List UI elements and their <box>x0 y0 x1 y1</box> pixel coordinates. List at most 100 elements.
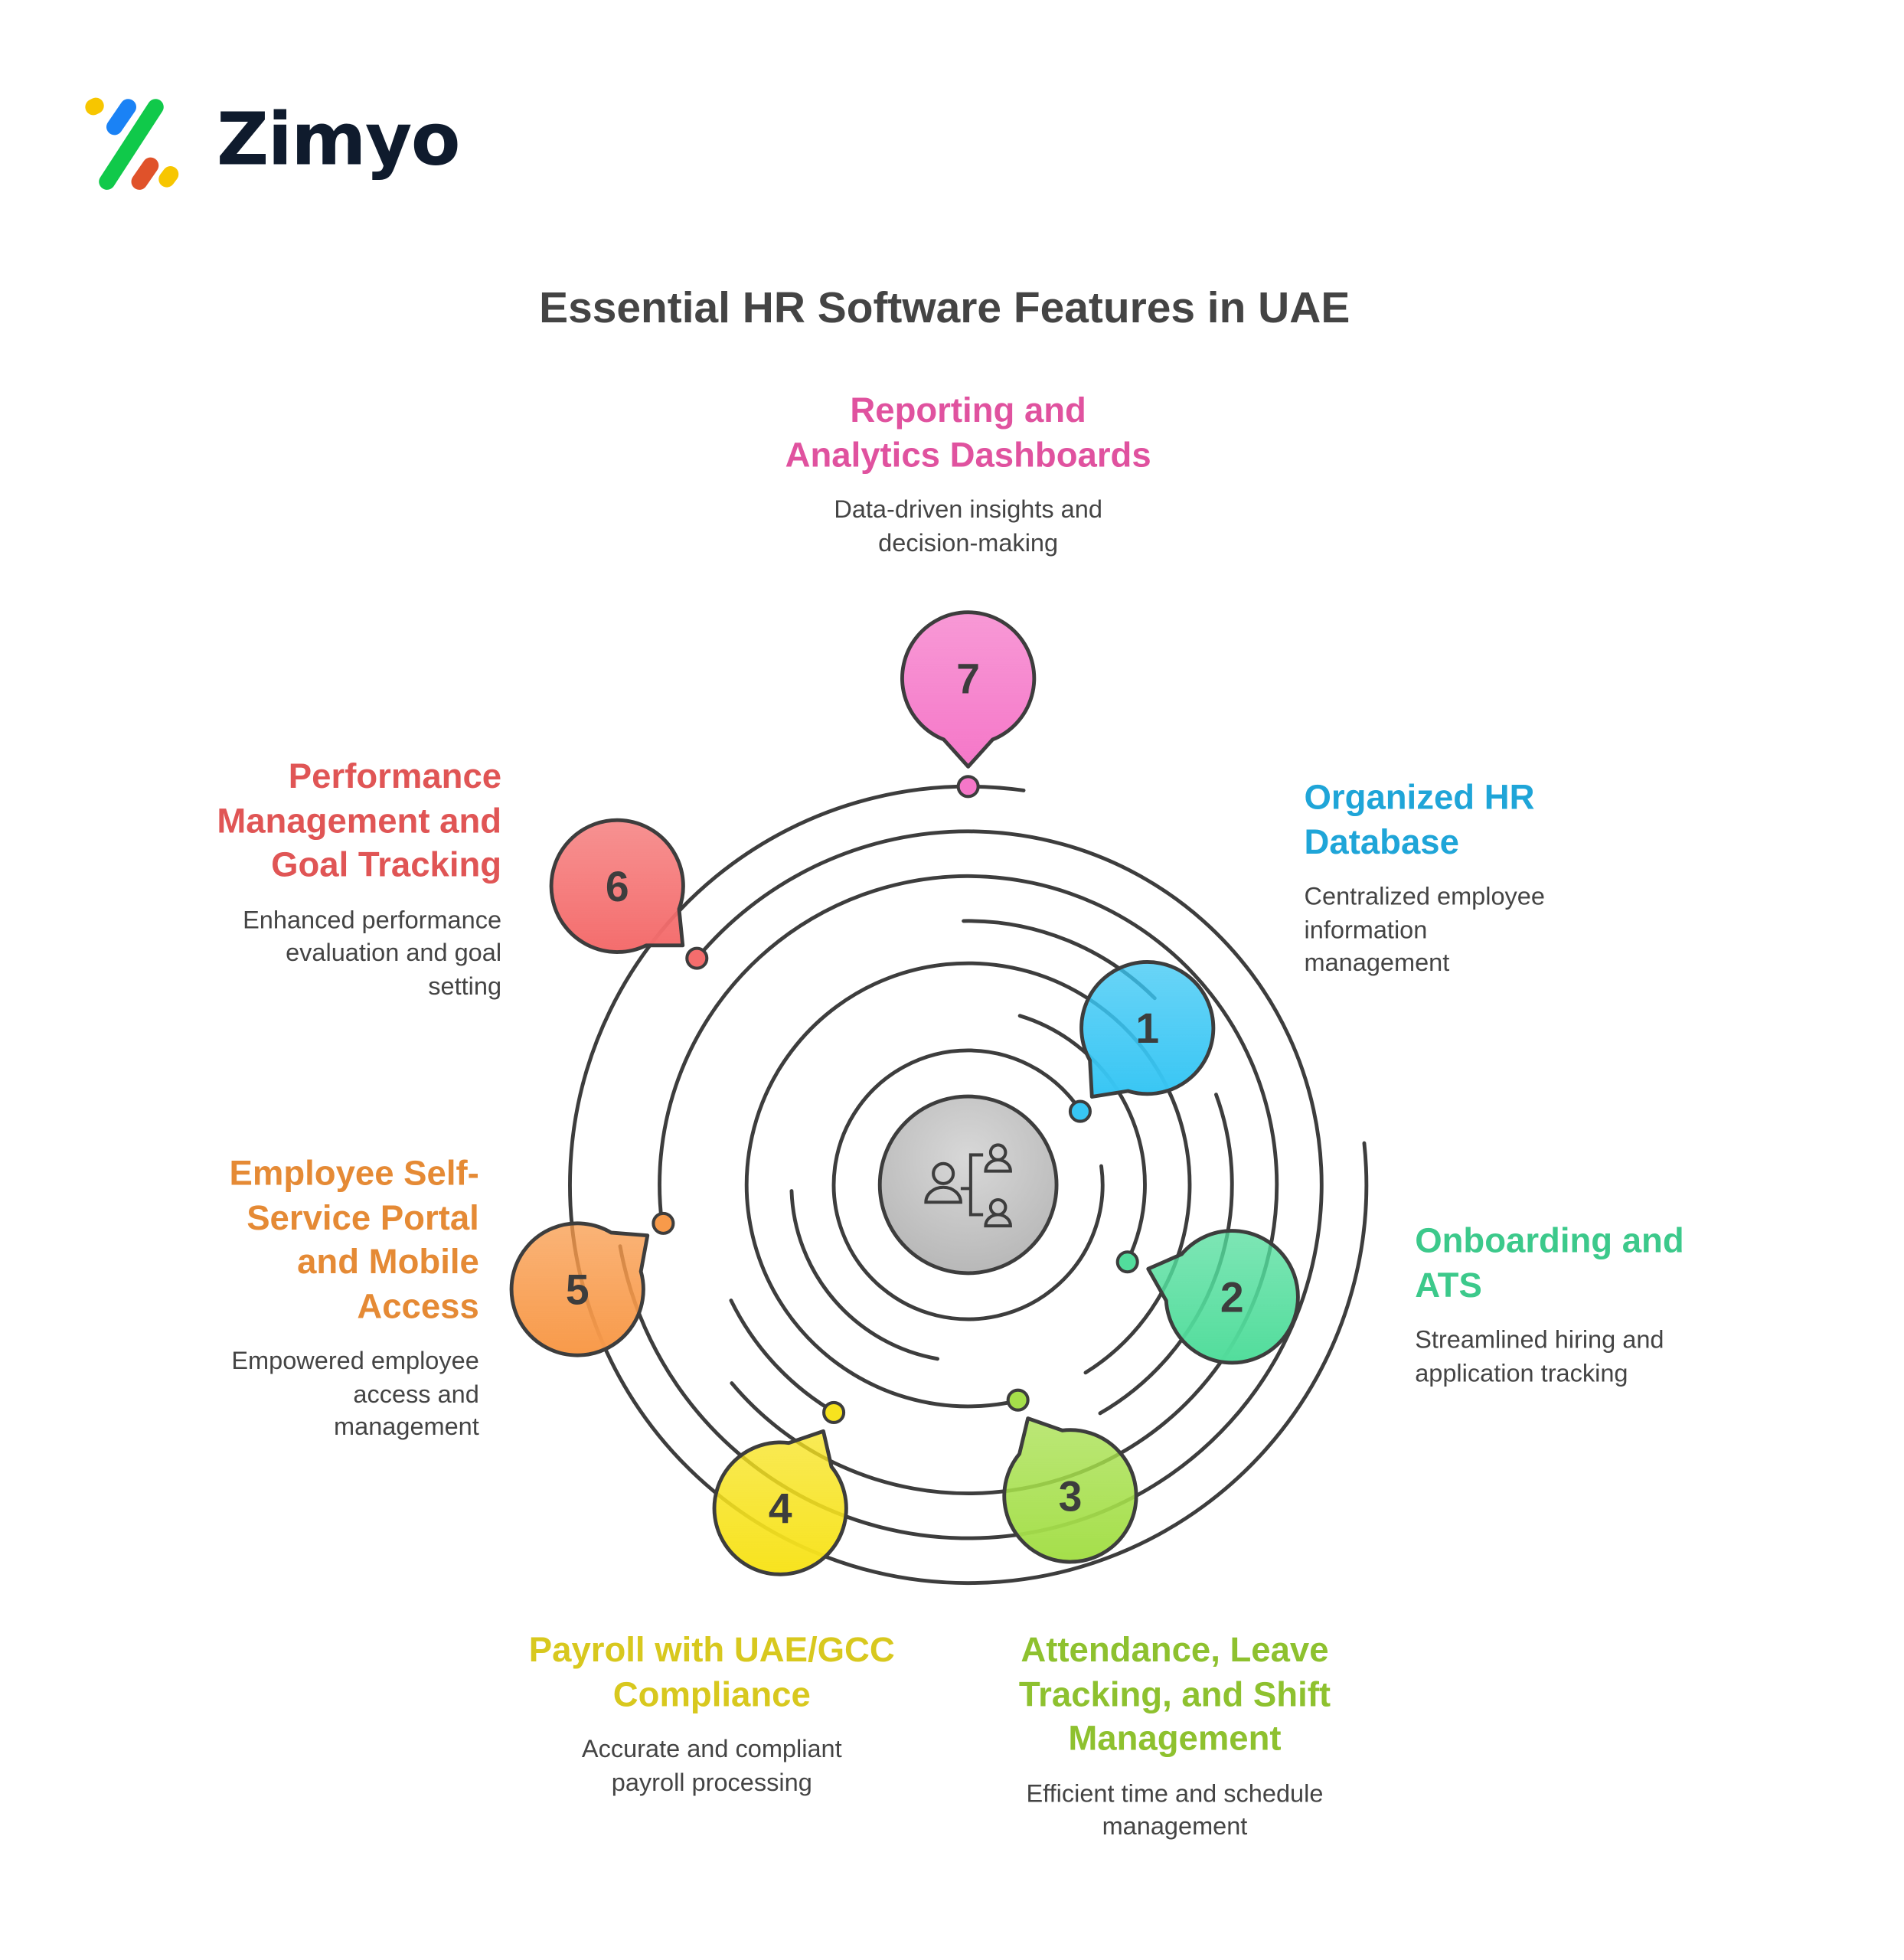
feature-description-line: Empowered employee <box>231 1348 479 1376</box>
feature-bubble-6[interactable]: 6 <box>549 818 685 954</box>
feature-description-line: Accurate and compliant <box>581 1736 842 1764</box>
orbit-dot <box>685 946 709 970</box>
feature-description-line: access and <box>353 1380 479 1409</box>
speech-bubble <box>712 1429 848 1576</box>
page-title: Essential HR Software Features in UAE <box>539 283 1350 333</box>
feature-description-line: management <box>1304 949 1450 978</box>
feature-title-line: Management and <box>217 801 502 840</box>
feature-description-line: Streamlined hiring and <box>1415 1326 1664 1354</box>
feature-title-line: Management <box>1068 1718 1282 1758</box>
orbit-arc <box>831 1048 1105 1321</box>
logo-dot-yellow <box>85 97 104 116</box>
orbit-arc <box>729 1298 838 1416</box>
bubble-number: 3 <box>1059 1472 1083 1520</box>
feature-description: Enhanced performance evaluation and goal s… <box>103 904 501 1004</box>
feature-description-line: Enhanced performance <box>243 906 502 934</box>
feature-description-line: Centralized employee <box>1304 884 1545 911</box>
feature-title: Organized HR Database <box>1305 776 1703 864</box>
bubble-number: 5 <box>566 1266 589 1314</box>
zimyo-logo-icon <box>85 97 179 190</box>
feature-description-line: evaluation and goal <box>286 939 502 968</box>
feature-description-line: management <box>334 1414 479 1442</box>
feature-title-line: Reporting and <box>850 390 1086 430</box>
bubble-number: 6 <box>606 863 629 910</box>
speech-bubble <box>549 818 685 954</box>
orbit-arc <box>789 1189 939 1361</box>
feature-description-line: payroll processing <box>611 1769 812 1797</box>
feature-description-line: application tracking <box>1415 1360 1628 1387</box>
feature-description: Efficient time and schedule management <box>975 1778 1373 1844</box>
orbit-arc <box>744 961 1192 1409</box>
orbit-dot <box>1068 1099 1092 1123</box>
feature-description: Accurate and compliant payroll processing <box>513 1733 911 1800</box>
feature-title-line: Analytics Dashboards <box>785 435 1151 474</box>
feature-title-line: Tracking, and Shift <box>1018 1674 1331 1713</box>
logo-bar-blue <box>106 99 136 136</box>
feature-description: Data-driven insights and decision-making <box>769 494 1168 560</box>
orbit-dot <box>652 1211 675 1235</box>
center-hub <box>877 1094 1059 1276</box>
feature-title-line: Performance <box>288 756 502 795</box>
feature-bubble-1[interactable]: 1 <box>1079 960 1216 1099</box>
bubble-number: 4 <box>769 1485 792 1533</box>
speech-bubble <box>1079 960 1216 1099</box>
logo-dot-yellow-2 <box>158 166 179 188</box>
logo-bar-green <box>99 99 164 190</box>
bubble-number: 1 <box>1135 1004 1159 1052</box>
feature-description: Centralized employee information managemen… <box>1305 881 1703 981</box>
feature-description-line: Efficient time and schedule <box>1026 1780 1324 1808</box>
feature-description: Streamlined hiring and application tracki… <box>1415 1325 1813 1391</box>
feature-title-line: Onboarding and <box>1415 1220 1684 1260</box>
feature-bubble-5[interactable]: 5 <box>509 1221 650 1357</box>
feature-title-line: Payroll with UAE/GCC <box>528 1630 895 1669</box>
org-chart-people-icon <box>924 1143 1012 1228</box>
orbit-dot <box>1115 1250 1139 1274</box>
feature-description-line: management <box>1102 1813 1248 1841</box>
feature-description-line: Data-driven insights and <box>834 496 1102 524</box>
bubble-number: 2 <box>1220 1273 1244 1321</box>
feature-description: Empowered employee access and management <box>81 1345 479 1445</box>
speech-bubble <box>900 610 1037 769</box>
speech-bubble <box>1002 1416 1138 1564</box>
feature-bubble-3[interactable]: 3 <box>1002 1416 1138 1564</box>
feature-description-line: setting <box>428 972 502 1001</box>
logo-wordmark: Zimyo <box>216 96 461 182</box>
feature-title-line: Employee Self- <box>229 1153 479 1193</box>
speech-bubble <box>509 1221 650 1357</box>
orbit-dot <box>1006 1388 1030 1412</box>
orbit-dot <box>822 1400 846 1424</box>
feature-title-line: Compliance <box>612 1674 811 1713</box>
feature-bubble-2[interactable]: 2 <box>1146 1229 1300 1365</box>
feature-title-line: Goal Tracking <box>271 844 502 884</box>
feature-title-line: ATS <box>1415 1265 1482 1304</box>
feature-title-line: Organized HR <box>1304 777 1535 817</box>
orbit-arc <box>658 874 1279 1496</box>
feature-bubble-4[interactable]: 4 <box>712 1429 848 1576</box>
feature-title-line: Access <box>357 1285 479 1325</box>
orbit-arc <box>1017 1014 1147 1265</box>
feature-title: Payroll with UAE/GCC Compliance <box>513 1628 911 1716</box>
feature-bubble-7[interactable]: 7 <box>900 610 1037 769</box>
feature-description-line: information <box>1304 916 1428 945</box>
logo-bar-red <box>131 157 159 190</box>
feature-title-line: Attendance, Leave <box>1021 1630 1329 1669</box>
bubble-number: 7 <box>956 655 980 702</box>
feature-title-line: Database <box>1304 822 1459 861</box>
feature-description-line: decision-making <box>878 529 1059 557</box>
orbit-dot <box>956 775 980 799</box>
orbit-arc <box>568 784 1369 1586</box>
